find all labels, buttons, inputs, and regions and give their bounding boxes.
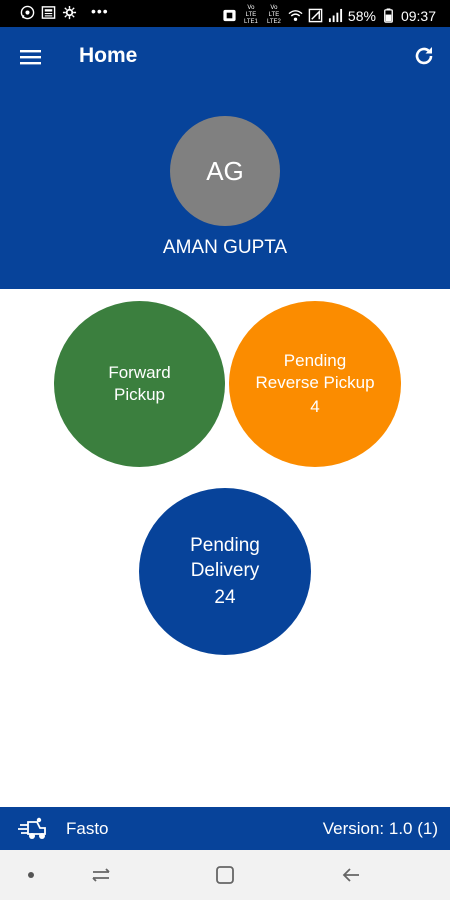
signal-icon [328, 8, 342, 23]
clock: 09:37 [400, 7, 436, 24]
pending-delivery-label-line1: Pending [190, 535, 260, 556]
settings-sync-icon [62, 5, 77, 20]
avatar-initials: AG [206, 155, 244, 186]
volte-2-label: Vo LTE LTE2 [266, 5, 281, 25]
forward-pickup-button[interactable]: Forward Pickup [54, 301, 225, 467]
battery-percent: 58% [347, 7, 376, 24]
home-icon[interactable] [214, 864, 236, 886]
pending-reverse-pickup-button[interactable]: Pending Reverse Pickup 4 [229, 301, 401, 467]
app-name: Fasto [66, 819, 109, 838]
nfc-icon [308, 8, 323, 23]
recent-apps-icon[interactable] [90, 864, 112, 886]
status-right-icons: Vo LTE LTE1 Vo LTE LTE2 58% 09:37 [222, 5, 436, 26]
pending-delivery-label-line2: Delivery [190, 560, 260, 581]
nav-indicator-dot-icon [28, 872, 34, 878]
volte-1-label: Vo LTE LTE1 [243, 5, 258, 25]
hamburger-menu-icon[interactable] [20, 46, 42, 68]
news-icon [41, 6, 56, 19]
forward-pickup-label-line1: Forward [108, 363, 171, 382]
pending-delivery-button[interactable]: Pending Delivery 24 [139, 488, 311, 655]
pending-reverse-pickup-label-line1: Pending [283, 351, 347, 370]
avatar: AG [170, 116, 280, 226]
page-title: Home [79, 44, 138, 67]
wifi-icon [288, 10, 303, 21]
delivery-scooter-icon [18, 817, 46, 839]
system-navigation-bar [0, 850, 450, 900]
pending-reverse-pickup-label-line2: Reverse Pickup [255, 373, 375, 392]
refresh-icon[interactable] [412, 44, 436, 68]
pending-reverse-pickup-count: 4 [310, 397, 320, 416]
app-version: Version: 1.0 (1) [322, 819, 438, 838]
more-notifications-icon: ••• [91, 2, 109, 19]
back-icon[interactable] [340, 864, 362, 886]
user-name: AMAN GUPTA [162, 237, 288, 258]
pending-delivery-count: 24 [214, 587, 236, 608]
forward-pickup-label-line2: Pickup [113, 385, 166, 404]
status-bar: ••• Vo LTE LTE1 Vo LTE LTE2 58% 09:37 [0, 0, 450, 27]
battery-icon [384, 8, 393, 23]
whatsapp-icon [20, 5, 35, 20]
status-left-icons: ••• [20, 2, 109, 20]
alarm-icon [223, 9, 236, 22]
app-header: Home AG AMAN GUPTA [0, 27, 450, 289]
app-footer: Fasto Version: 1.0 (1) [0, 807, 450, 850]
